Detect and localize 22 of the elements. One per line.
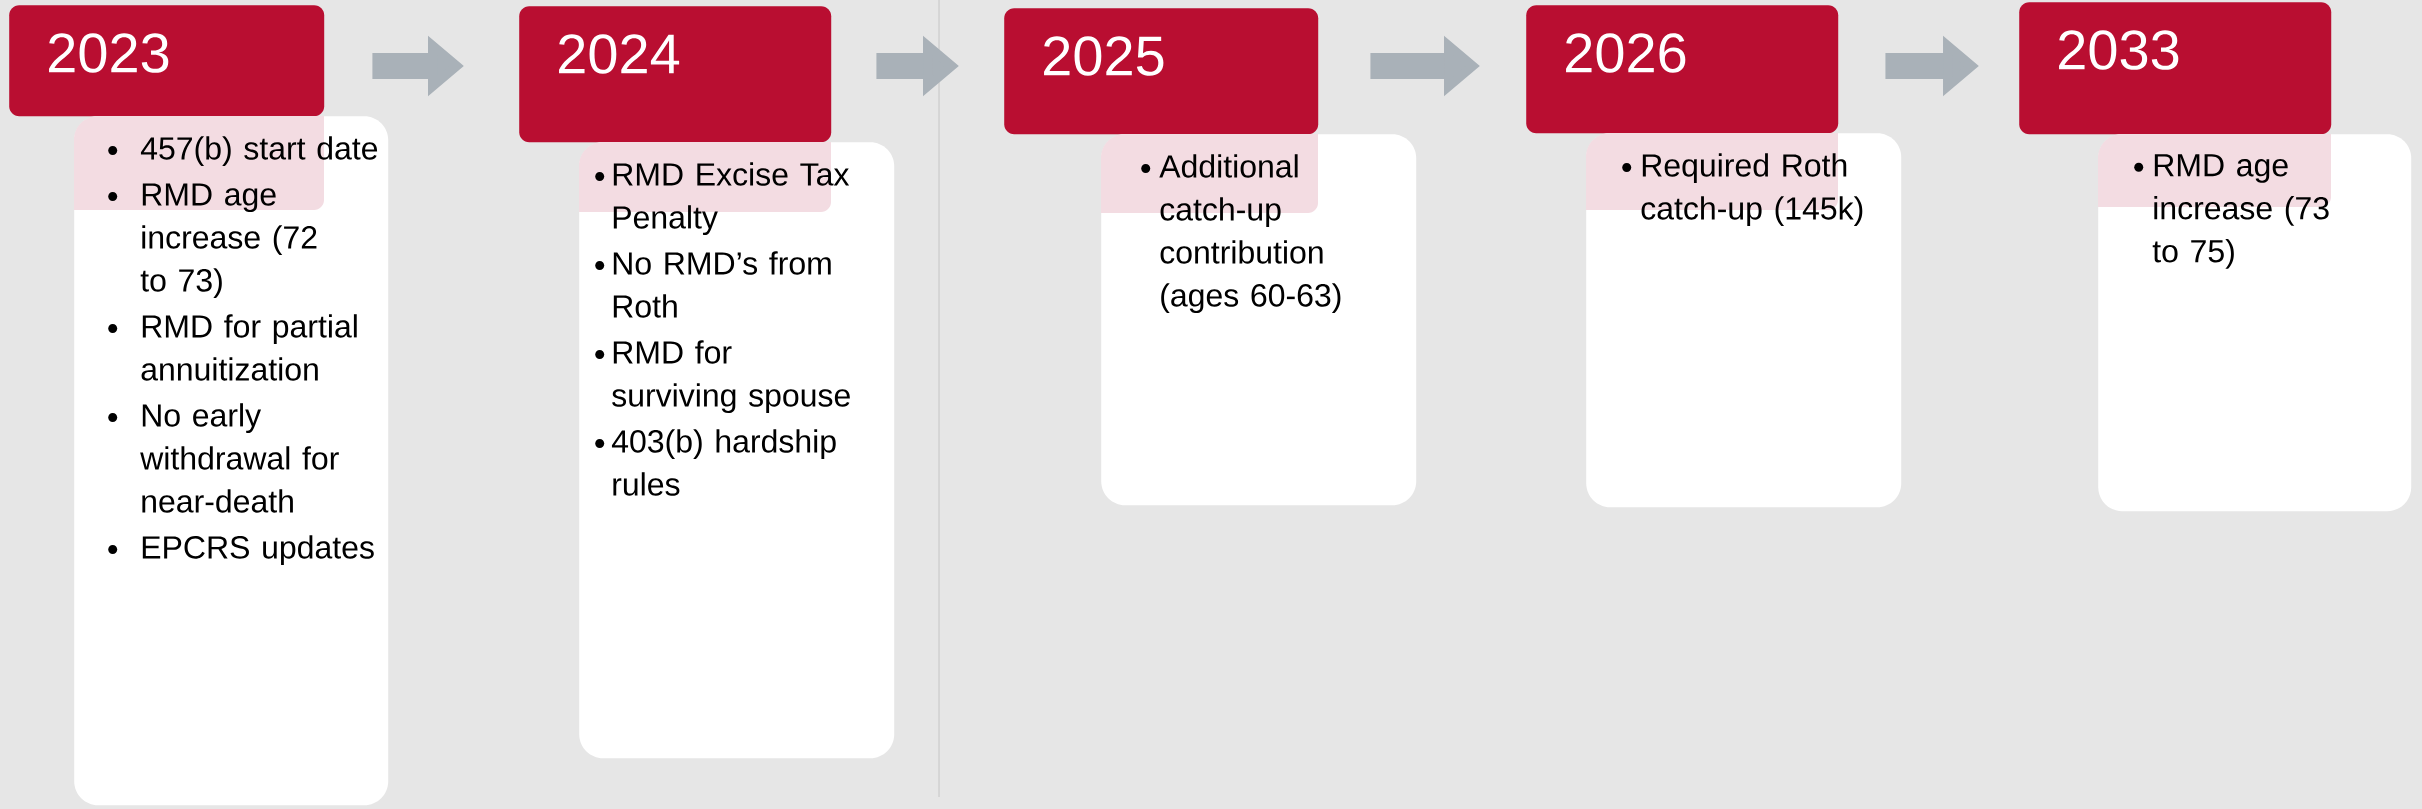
text-card <box>74 116 389 806</box>
bullet-item: EPCRS updates <box>108 535 374 565</box>
bullet-item: RMD Excise Tax Penalty <box>595 162 850 235</box>
bullet-item: Required Roth catch-up (145k) <box>1622 153 1863 227</box>
bullet-item: RMD age increase (72 to 73) <box>108 183 317 298</box>
bullet-item: RMD for surviving spouse <box>595 340 850 413</box>
bullet-item: Additional catch-up contribution (ages 60-63) <box>1141 154 1341 313</box>
year-box: 2026 <box>1526 5 1839 134</box>
bullet-item: No RMD’s from Roth <box>595 251 831 318</box>
bullet-item: 403(b) hardship rules <box>595 429 836 496</box>
bullet-item: RMD for partial annuitization <box>108 314 357 381</box>
bullet-item: RMD age increase (73 to 75) <box>2134 154 2329 269</box>
text-card <box>2098 134 2412 512</box>
year-box: 2033 <box>2019 2 2332 135</box>
text-card <box>1101 134 1417 506</box>
text-card <box>1586 133 1902 508</box>
bullet-item: No early withdrawal for near-death <box>108 403 339 513</box>
year-box: 2024 <box>519 6 832 143</box>
text-card <box>579 142 895 759</box>
year-box: 2023 <box>9 5 325 117</box>
year-box: 2025 <box>1004 8 1319 135</box>
bullet-item: 457(b) start date <box>108 136 378 166</box>
